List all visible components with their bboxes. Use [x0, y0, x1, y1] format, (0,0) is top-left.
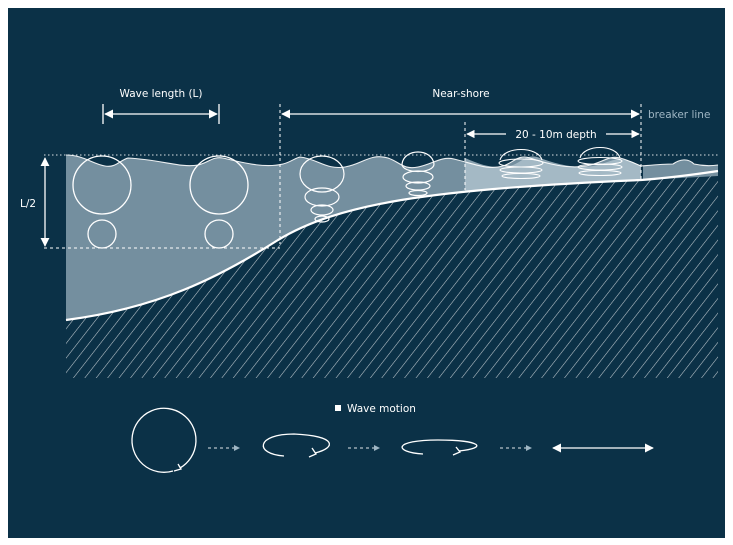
orbit-t2-b — [402, 170, 434, 184]
circular-orbit-icon — [131, 407, 197, 473]
motion-sequence — [131, 407, 654, 473]
orbit-s1-a — [499, 148, 543, 161]
orbit-t1-b — [304, 187, 340, 207]
breaker-line-label: breaker line — [648, 109, 710, 121]
water-body — [66, 155, 641, 320]
transition-orbits-1 — [299, 155, 345, 223]
shallow-orbits-2 — [577, 146, 623, 177]
seabed-hatch — [66, 172, 718, 378]
orbit-large-2 — [189, 155, 249, 215]
wave-motion-label: Wave motion — [347, 403, 416, 415]
seabed-line — [65, 169, 719, 322]
near-shore-label: Near-shore — [432, 88, 489, 100]
circular-orbit-arrowhead — [173, 463, 182, 472]
deep-water-orbits — [72, 155, 249, 249]
flat-elliptical-orbit-icon — [401, 439, 478, 455]
orbit-small-2 — [204, 219, 234, 249]
wave-length-label: Wave length (L) — [119, 88, 202, 100]
orbit-t2-d — [408, 189, 428, 197]
square-bullet-icon — [335, 405, 341, 411]
orbit-t1-d — [314, 215, 330, 223]
orbit-s2-d — [578, 169, 622, 177]
diagram-canvas: Wave length (L) Near-shore breaker line … — [20, 88, 719, 473]
elliptical-orbit-icon — [262, 433, 331, 457]
shallow-water-band — [465, 156, 641, 191]
orbit-s2-a — [579, 146, 621, 159]
motion-connector-3-head — [526, 445, 532, 451]
half-length-label: L/2 — [20, 198, 36, 210]
wave-diagram: Wave length (L) Near-shore breaker line … — [8, 8, 725, 538]
depth-label: 20 - 10m depth — [515, 129, 596, 141]
orbit-t1-a — [299, 155, 345, 193]
motion-connector-1-head — [234, 445, 240, 451]
flat-elliptical-orbit-arrowhead — [452, 446, 462, 456]
orbit-large-1 — [72, 155, 132, 215]
orbit-t2-a — [401, 151, 435, 173]
elliptical-orbit-arrowhead — [308, 447, 317, 458]
orbit-t1-c — [310, 204, 334, 216]
motion-connector-2-head — [374, 445, 380, 451]
transition-orbits-2 — [401, 151, 435, 197]
orbit-small-1 — [87, 219, 117, 249]
shallow-orbits-1 — [498, 148, 544, 180]
orbit-s1-d — [501, 172, 541, 180]
